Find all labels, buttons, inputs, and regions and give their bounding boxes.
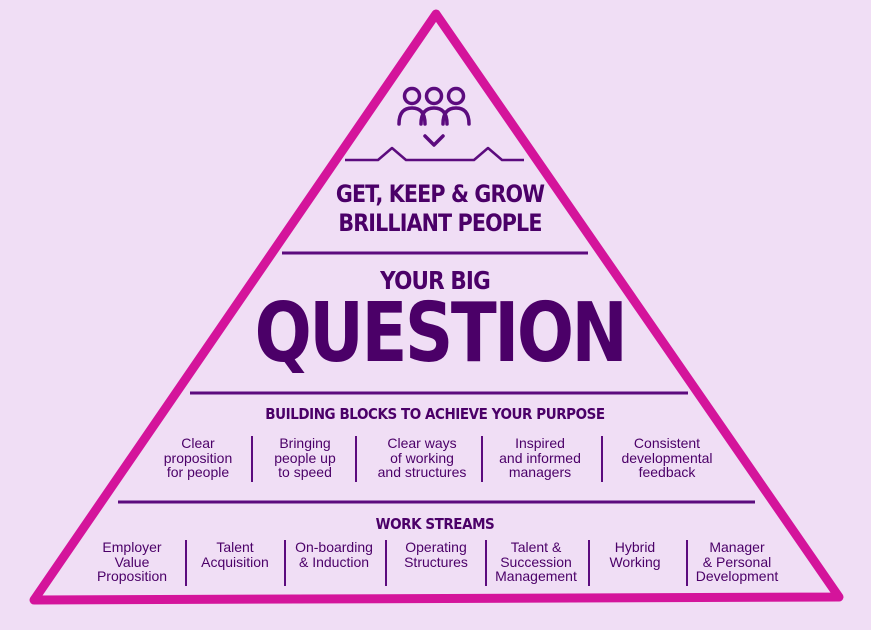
work-stream-divider <box>284 540 286 586</box>
work-stream-divider <box>686 540 688 586</box>
pyramid-outline <box>29 9 844 605</box>
building-block-item: Clear proposition for people <box>163 435 233 480</box>
purpose-line-1: GET, KEEP & GROW <box>335 180 545 208</box>
work-stream-item: Hybrid Working <box>609 539 661 570</box>
work-stream-divider <box>185 540 187 586</box>
building-blocks-title: BUILDING BLOCKS TO ACHIEVE YOUR PURPOSE <box>265 405 605 423</box>
big-question-line-2: QUESTION <box>254 286 628 381</box>
work-stream-divider <box>385 540 387 586</box>
roof-line <box>345 146 524 162</box>
building-block-divider <box>355 436 357 482</box>
work-stream-item: Manager & Personal Development <box>695 539 779 584</box>
work-stream-item: On-boarding & Induction <box>295 539 373 570</box>
work-streams-title: WORK STREAMS <box>375 515 495 533</box>
building-block-divider <box>601 436 603 482</box>
work-stream-item: Talent Acquisition <box>201 539 269 570</box>
building-block-item: Clear ways of working and structures <box>377 435 467 480</box>
building-block-divider <box>481 436 483 482</box>
work-stream-item: Talent & Succession Management <box>495 539 577 584</box>
building-block-divider <box>251 436 253 482</box>
work-stream-divider <box>485 540 487 586</box>
work-stream-item: Employer Value Proposition <box>96 539 168 584</box>
people-group-icon <box>397 86 471 147</box>
purpose-statement: GET, KEEP & GROW BRILLIANT PEOPLE <box>311 180 569 238</box>
big-question-line-1: YOUR BIG <box>380 266 491 295</box>
building-block-item: Inspired and informed managers <box>499 435 581 480</box>
work-stream-item: Operating Structures <box>404 539 468 570</box>
purpose-line-2: BRILLIANT PEOPLE <box>338 209 542 237</box>
building-block-item: Bringing people up to speed <box>274 435 336 480</box>
work-stream-divider <box>588 540 590 586</box>
building-block-item: Consistent developmental feedback <box>621 435 713 480</box>
